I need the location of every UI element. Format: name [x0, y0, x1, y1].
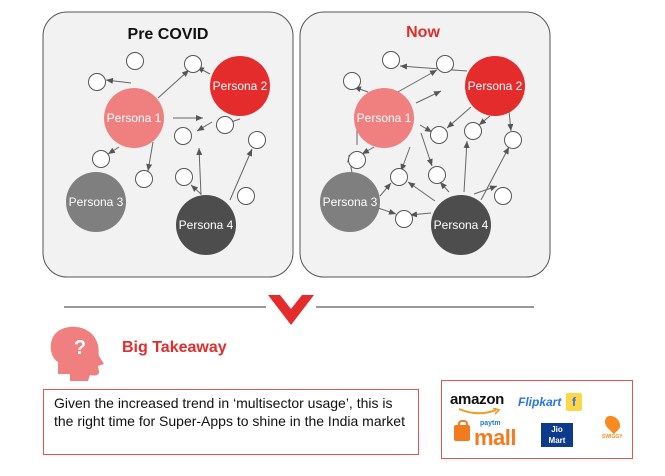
small-node	[390, 168, 408, 186]
edge	[190, 184, 202, 195]
small-node	[135, 170, 153, 188]
pre-persona-3-label: Persona 3	[69, 195, 124, 209]
small-node	[464, 122, 482, 140]
small-node	[395, 210, 413, 228]
edge	[157, 69, 190, 99]
now-persona-1-label: Persona 1	[357, 111, 412, 125]
flipkart-bag-icon: f	[566, 393, 582, 411]
small-node	[504, 131, 522, 149]
now-persona-3-node	[320, 172, 380, 232]
edge	[146, 141, 154, 172]
small-node	[348, 151, 366, 169]
pre-persona-2-node	[210, 56, 270, 116]
edge	[446, 106, 472, 129]
small-node	[88, 73, 106, 91]
edge	[507, 110, 514, 132]
edge	[399, 63, 468, 72]
swiggy-wordmark: SWIGGY	[602, 434, 623, 440]
edge	[463, 140, 470, 193]
now-title: Now	[406, 24, 440, 41]
now-persona-3-label: Persona 3	[323, 195, 378, 209]
mart-wordmark: Mart	[548, 436, 566, 445]
small-node	[126, 52, 144, 70]
edge	[478, 115, 491, 126]
small-node	[428, 166, 446, 184]
super-app-logos: amazon Flipkart f paytm mall Jio Mart SW…	[441, 380, 633, 459]
swiggy-logo: SWIGGY	[601, 412, 623, 440]
now-persona-4-node	[431, 195, 491, 255]
jiomart-logo: Jio Mart	[541, 423, 573, 447]
edge	[473, 185, 498, 195]
now-persona-1-node	[354, 88, 414, 148]
small-node	[92, 150, 110, 168]
swiggy-pin-icon	[601, 412, 623, 435]
edge	[107, 146, 120, 155]
now-network	[347, 63, 518, 218]
edge	[196, 121, 213, 132]
now-persona-4-label: Persona 4	[434, 218, 489, 232]
now-persona-2-node	[465, 56, 525, 116]
head-question-icon: ?	[50, 326, 104, 381]
jio-wordmark: Jio	[551, 425, 563, 434]
edge	[395, 69, 438, 94]
big-takeaway-label: Big Takeaway	[122, 339, 227, 356]
edge	[407, 181, 436, 202]
chevron-down-icon	[268, 295, 314, 325]
svg-text:?: ?	[74, 337, 86, 359]
edge	[377, 207, 397, 215]
edge	[105, 77, 132, 84]
small-node	[216, 116, 234, 134]
edge	[361, 146, 375, 155]
small-node	[343, 72, 361, 90]
pre-covid-title: Pre COVID	[127, 26, 209, 43]
flipkart-wordmark: Flipkart	[518, 395, 562, 409]
small-node	[184, 55, 202, 73]
edge	[379, 182, 392, 197]
edge	[409, 211, 432, 218]
takeaway-text-box: Given the increased trend in ‘multisecto…	[43, 389, 419, 455]
small-node	[494, 187, 512, 205]
pre-covid-small-nodes	[88, 52, 266, 205]
amazon-logo: amazon	[450, 391, 505, 415]
takeaway-text: Given the increased trend in ‘multisecto…	[54, 395, 405, 429]
edge	[400, 146, 411, 172]
edge	[439, 181, 450, 193]
edge	[480, 146, 510, 201]
edge	[196, 147, 203, 196]
small-node	[174, 127, 192, 145]
small-node	[237, 187, 255, 205]
edge	[419, 124, 433, 133]
small-node	[436, 55, 454, 73]
now-persona-2-label: Persona 2	[468, 79, 523, 93]
pre-persona-2-label: Persona 2	[213, 79, 268, 93]
edge	[420, 132, 433, 167]
small-node	[175, 168, 193, 186]
edge	[229, 148, 253, 201]
edge	[415, 90, 442, 104]
pre-persona-1-node	[104, 88, 164, 148]
paytm-wordmark: paytm	[480, 420, 501, 427]
small-node	[382, 51, 400, 69]
amazon-smile-icon	[458, 408, 501, 415]
shopping-bag-icon	[454, 420, 470, 441]
pre-persona-1-label: Persona 1	[107, 111, 162, 125]
pre-persona-4-label: Persona 4	[179, 218, 234, 232]
mall-wordmark: mall	[474, 425, 517, 450]
small-node	[248, 131, 266, 149]
amazon-wordmark: amazon	[450, 391, 505, 408]
now-small-nodes	[343, 51, 522, 228]
pre-persona-4-node	[176, 195, 236, 255]
small-node	[430, 126, 448, 144]
pre-persona-3-node	[66, 172, 126, 232]
